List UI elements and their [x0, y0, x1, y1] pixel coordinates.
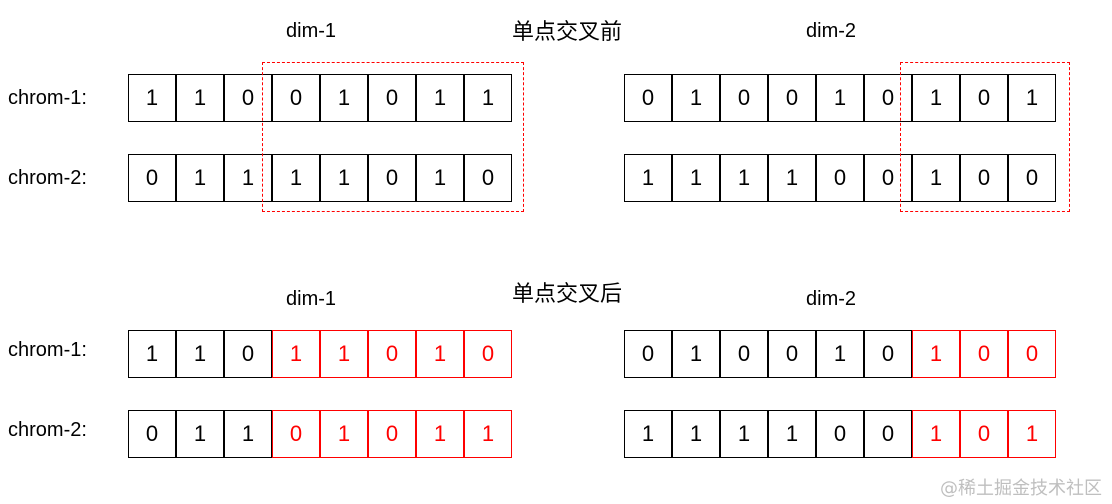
after-dim1-chrom1-gene-2: 0 — [224, 330, 272, 378]
before-dim1-chrom1-gene-7: 1 — [464, 74, 512, 122]
after-dim1-label: dim-1 — [286, 288, 337, 310]
before-dim2-chrom1-gene-0: 0 — [624, 74, 672, 122]
after-dim2-label: dim-2 — [806, 288, 857, 310]
before-dim1-chrom2-gene-0: 0 — [128, 154, 176, 202]
before-dim2-chrom2-gene-4: 0 — [816, 154, 864, 202]
before-dim2-chrom2-gene-1: 1 — [672, 154, 720, 202]
after-dim2-chrom2-gene-6: 1 — [912, 410, 960, 458]
after-dim1-chrom2-gene-2: 1 — [224, 410, 272, 458]
before-dim1-chrom2-gene-2: 1 — [224, 154, 272, 202]
after-dim2-chrom1-gene-0: 0 — [624, 330, 672, 378]
after-chrom1-label: chrom-1: — [8, 339, 87, 361]
after-dim2-chrom1-gene-8: 0 — [1008, 330, 1056, 378]
before-dim1-chrom1-gene-4: 1 — [320, 74, 368, 122]
before-dim2-chrom1-gene-5: 0 — [864, 74, 912, 122]
watermark: @稀土掘金技术社区 — [940, 478, 1102, 499]
before-dim2-chrom1-gene-7: 0 — [960, 74, 1008, 122]
after-dim1-chrom2-gene-3: 0 — [272, 410, 320, 458]
after-dim2-chrom2-gene-7: 0 — [960, 410, 1008, 458]
after-dim2-chrom2-gene-3: 1 — [768, 410, 816, 458]
after-dim2-chrom1-gene-6: 1 — [912, 330, 960, 378]
before-dim1-chrom2-gene-3: 1 — [272, 154, 320, 202]
before-dim2-chrom1-gene-2: 0 — [720, 74, 768, 122]
after-dim1-chrom2-gene-0: 0 — [128, 410, 176, 458]
after-dim2-chrom2-gene-1: 1 — [672, 410, 720, 458]
after-dim2-chrom1-gene-4: 1 — [816, 330, 864, 378]
after-dim1-chrom2-gene-5: 0 — [368, 410, 416, 458]
before-dim2-chrom2-gene-7: 0 — [960, 154, 1008, 202]
after-dim2-chrom2-gene-4: 0 — [816, 410, 864, 458]
after-dim2-chrom1-gene-7: 0 — [960, 330, 1008, 378]
before-dim1-chrom1-gene-5: 0 — [368, 74, 416, 122]
before-dim1-chrom2-gene-5: 0 — [368, 154, 416, 202]
before-dim2-label: dim-2 — [806, 20, 857, 42]
after-dim2-chrom2-gene-5: 0 — [864, 410, 912, 458]
after-dim1-chrom1-gene-7: 0 — [464, 330, 512, 378]
before-dim1-chrom1-gene-2: 0 — [224, 74, 272, 122]
before-chrom1-label: chrom-1: — [8, 87, 87, 109]
before-dim2-chrom2-gene-2: 1 — [720, 154, 768, 202]
before-dim2-chrom2-gene-3: 1 — [768, 154, 816, 202]
after-dim1-chrom2-gene-1: 1 — [176, 410, 224, 458]
before-dim1-chrom1-gene-1: 1 — [176, 74, 224, 122]
before-dim2-chrom1-gene-3: 0 — [768, 74, 816, 122]
after-dim1-chrom1-gene-3: 1 — [272, 330, 320, 378]
before-dim2-chrom1-gene-8: 1 — [1008, 74, 1056, 122]
after-dim1-chrom2-gene-6: 1 — [416, 410, 464, 458]
before-dim1-chrom2-gene-1: 1 — [176, 154, 224, 202]
before-dim1-label: dim-1 — [286, 20, 337, 42]
before-dim1-chrom1-gene-6: 1 — [416, 74, 464, 122]
after-dim1-chrom2-gene-4: 1 — [320, 410, 368, 458]
before-dim1-chrom2-gene-4: 1 — [320, 154, 368, 202]
before-dim2-chrom1-gene-1: 1 — [672, 74, 720, 122]
after-dim1-chrom1-gene-4: 1 — [320, 330, 368, 378]
after-dim2-chrom1-gene-3: 0 — [768, 330, 816, 378]
after-dim2-chrom1-gene-5: 0 — [864, 330, 912, 378]
before-dim2-chrom1-gene-4: 1 — [816, 74, 864, 122]
after-chrom2-label: chrom-2: — [8, 419, 87, 441]
before-dim1-chrom1-gene-3: 0 — [272, 74, 320, 122]
before-dim1-chrom1-gene-0: 1 — [128, 74, 176, 122]
before-dim2-chrom1-gene-6: 1 — [912, 74, 960, 122]
before-dim2-chrom2-gene-8: 0 — [1008, 154, 1056, 202]
after-dim2-chrom2-gene-2: 1 — [720, 410, 768, 458]
before-chrom2-label: chrom-2: — [8, 167, 87, 189]
before-title: 单点交叉前 — [512, 20, 623, 45]
after-dim2-chrom1-gene-1: 1 — [672, 330, 720, 378]
after-dim2-chrom2-gene-0: 1 — [624, 410, 672, 458]
before-dim2-chrom2-gene-6: 1 — [912, 154, 960, 202]
after-dim2-chrom1-gene-2: 0 — [720, 330, 768, 378]
after-title: 单点交叉后 — [512, 282, 623, 307]
after-dim1-chrom1-gene-6: 1 — [416, 330, 464, 378]
after-dim1-chrom2-gene-7: 1 — [464, 410, 512, 458]
after-dim1-chrom1-gene-1: 1 — [176, 330, 224, 378]
after-dim2-chrom2-gene-8: 1 — [1008, 410, 1056, 458]
after-dim1-chrom1-gene-5: 0 — [368, 330, 416, 378]
after-dim1-chrom1-gene-0: 1 — [128, 330, 176, 378]
before-dim2-chrom2-gene-5: 0 — [864, 154, 912, 202]
before-dim1-chrom2-gene-7: 0 — [464, 154, 512, 202]
before-dim1-chrom2-gene-6: 1 — [416, 154, 464, 202]
before-dim2-chrom2-gene-0: 1 — [624, 154, 672, 202]
